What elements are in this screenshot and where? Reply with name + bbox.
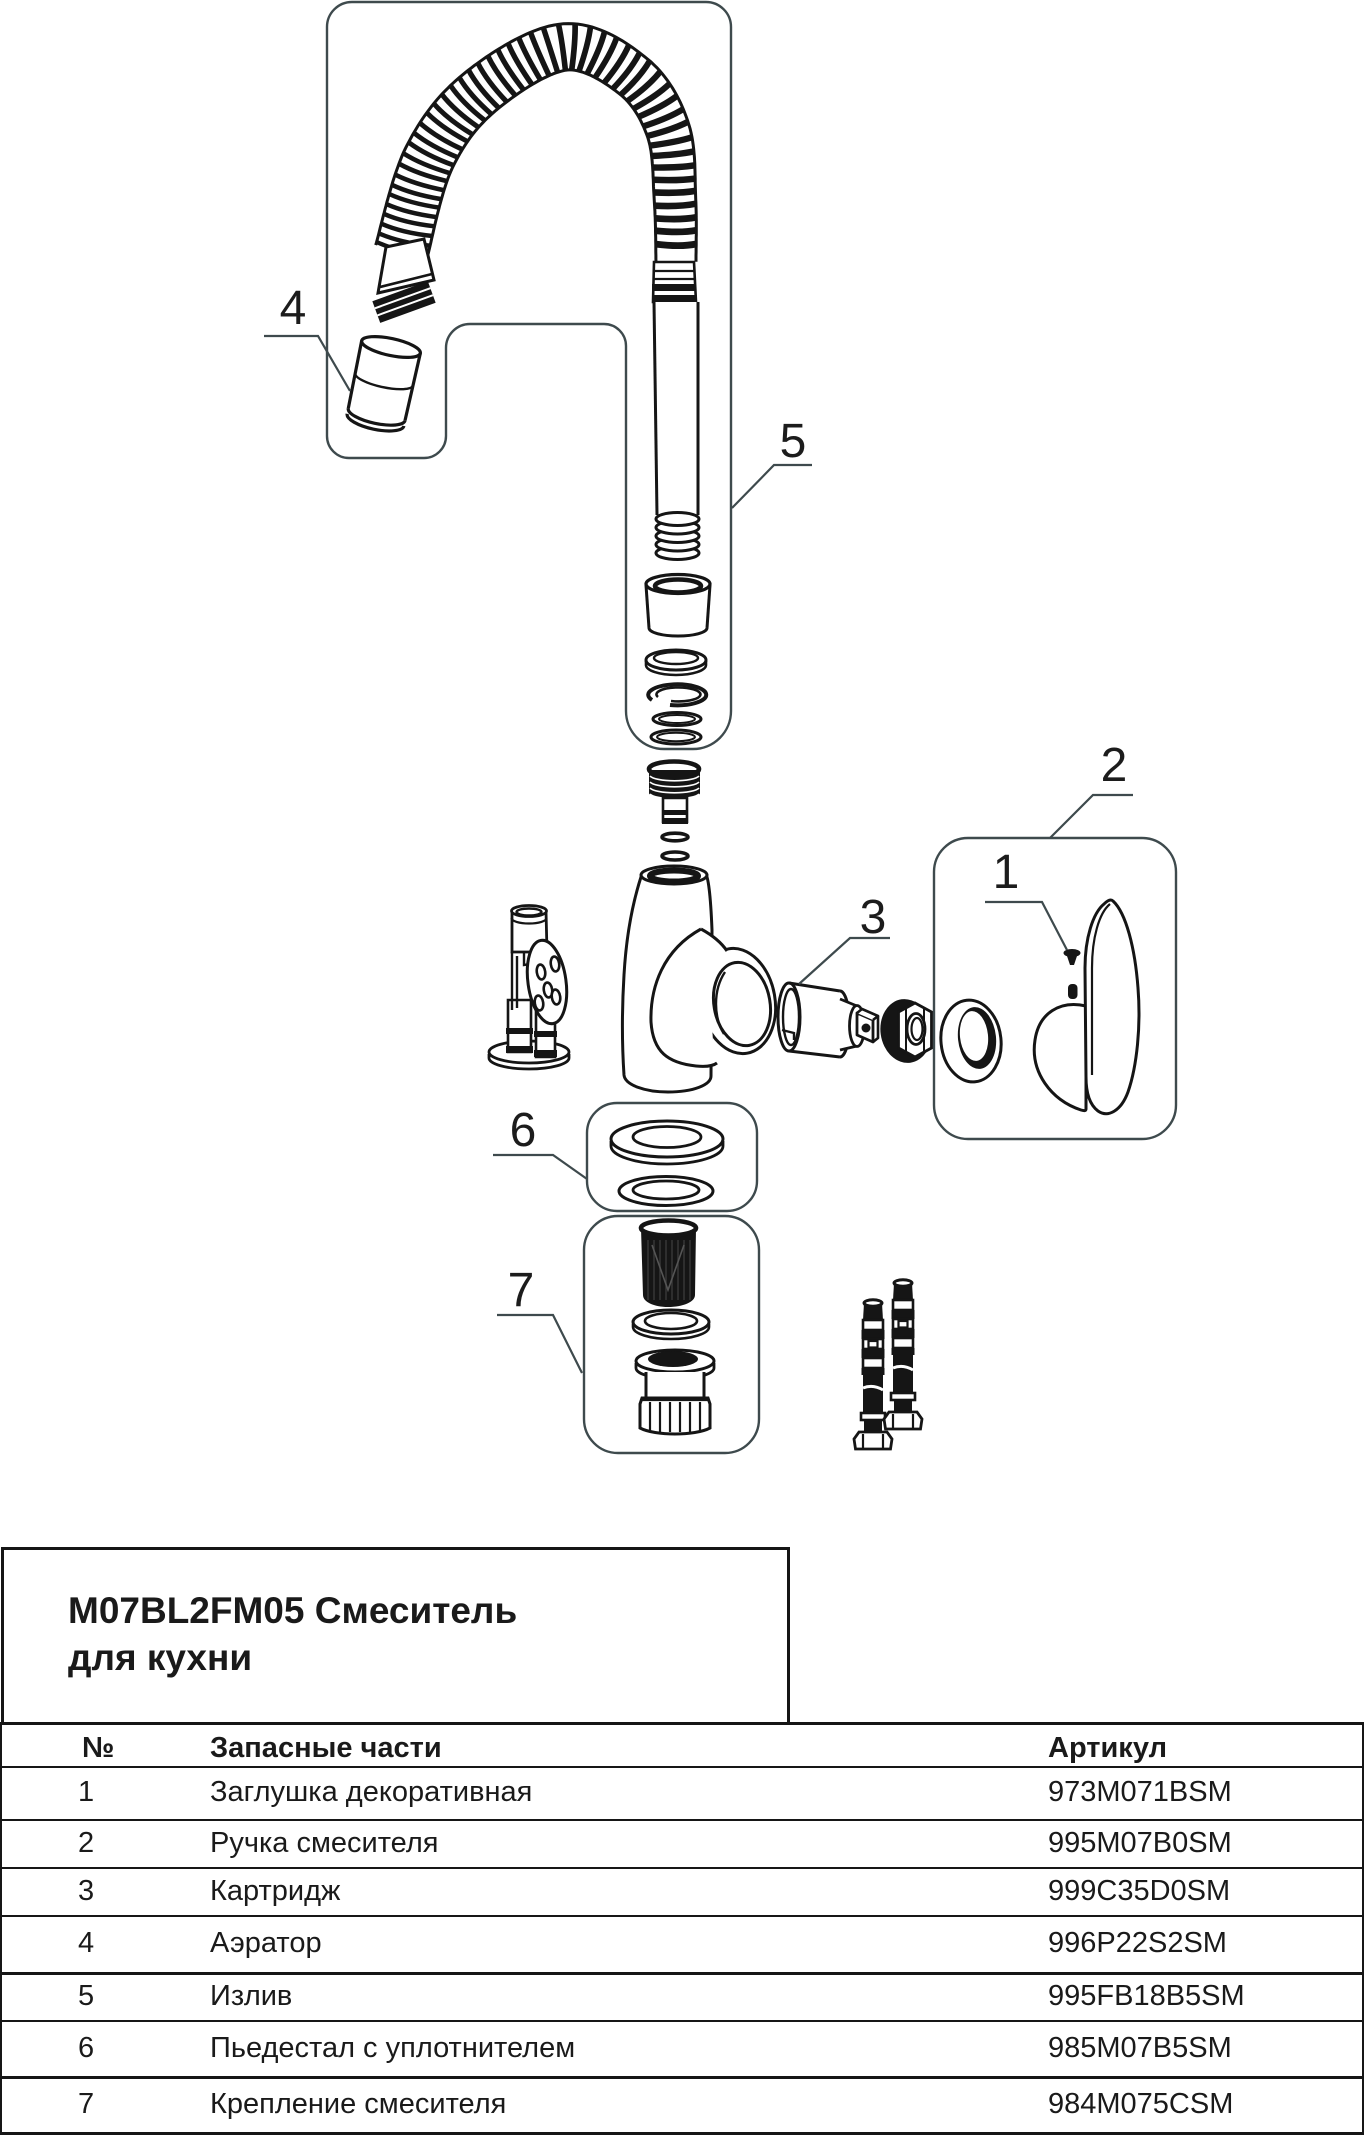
svg-text:4: 4 <box>280 282 307 335</box>
svg-text:6: 6 <box>510 1104 537 1157</box>
svg-text:3: 3 <box>860 891 887 944</box>
svg-text:1: 1 <box>993 846 1020 899</box>
svg-text:2: 2 <box>1101 739 1128 792</box>
svg-text:5: 5 <box>780 415 807 468</box>
svg-text:7: 7 <box>508 1264 535 1317</box>
